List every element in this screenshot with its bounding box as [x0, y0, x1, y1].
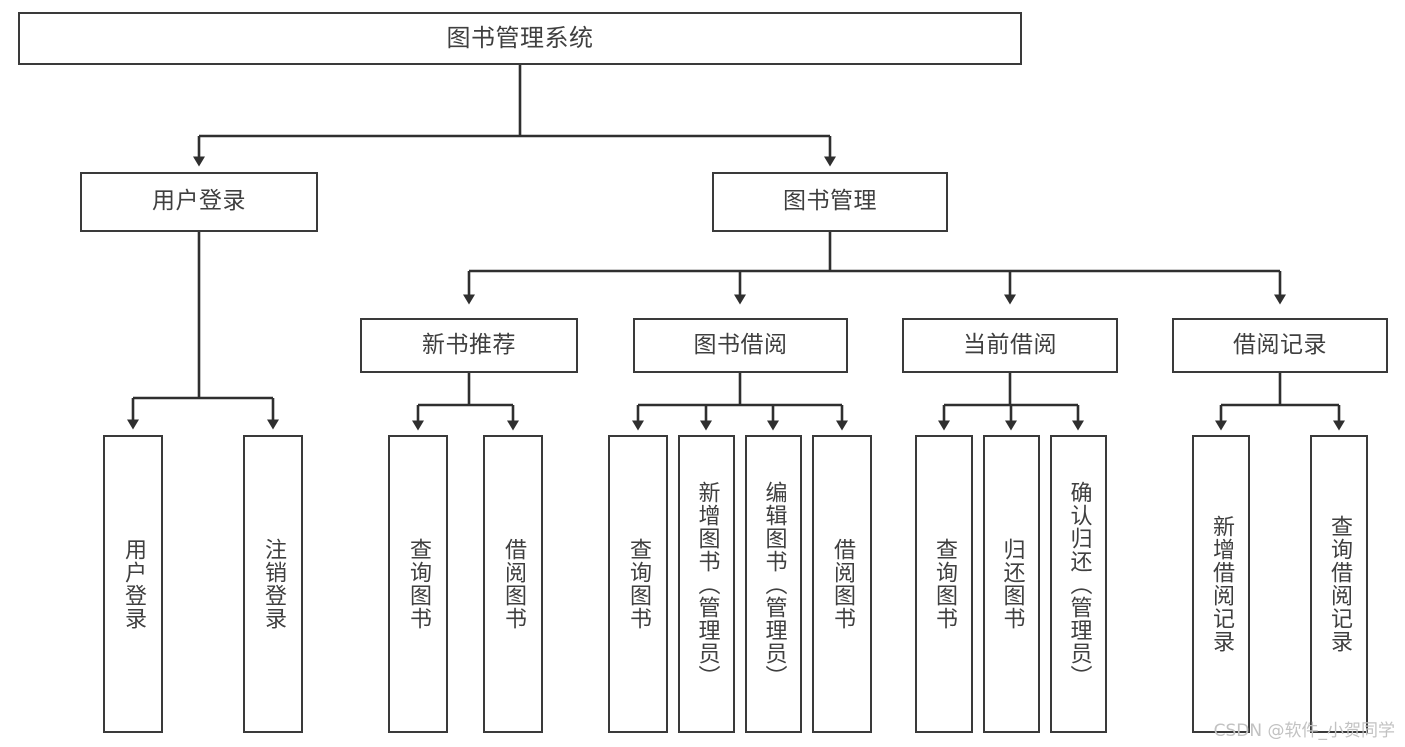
node-user-login[interactable]: 用户登录 [80, 172, 318, 232]
node-label: 归还图书 [999, 538, 1025, 630]
leaf-user-login[interactable]: 用户登录 [103, 435, 163, 733]
node-label: 注销登录 [260, 538, 286, 630]
node-label: 编辑图书（管理员） [761, 480, 787, 688]
leaf-query-book-borrow[interactable]: 查询图书 [608, 435, 668, 733]
node-label: 查询借阅记录 [1326, 515, 1352, 653]
node-label: 查询图书 [931, 538, 957, 630]
leaf-edit-book-admin[interactable]: 编辑图书（管理员） [745, 435, 802, 733]
node-label: 借阅记录 [1233, 331, 1327, 358]
node-label: 用户登录 [120, 538, 146, 630]
node-root-system[interactable]: 图书管理系统 [18, 12, 1022, 65]
leaf-borrow-book-recommend[interactable]: 借阅图书 [483, 435, 543, 733]
node-label: 新增借阅记录 [1208, 515, 1234, 653]
leaf-query-book-recommend[interactable]: 查询图书 [388, 435, 448, 733]
node-borrow-record[interactable]: 借阅记录 [1172, 318, 1388, 373]
leaf-borrow-book[interactable]: 借阅图书 [812, 435, 872, 733]
node-label: 新书推荐 [422, 331, 516, 358]
node-label: 查询图书 [405, 538, 431, 630]
node-label: 当前借阅 [963, 331, 1057, 358]
leaf-add-borrow-record[interactable]: 新增借阅记录 [1192, 435, 1250, 733]
node-label: 图书管理系统 [446, 24, 594, 53]
node-label: 新增图书（管理员） [694, 480, 720, 688]
node-label: 图书管理 [783, 188, 877, 215]
node-label: 用户登录 [152, 188, 246, 215]
leaf-query-book-current[interactable]: 查询图书 [915, 435, 973, 733]
node-book-management[interactable]: 图书管理 [712, 172, 948, 232]
leaf-return-book[interactable]: 归还图书 [983, 435, 1040, 733]
watermark-text: CSDN @软件_小贺同学 [1213, 721, 1395, 741]
node-label: 查询图书 [625, 538, 651, 630]
node-book-borrow[interactable]: 图书借阅 [633, 318, 848, 373]
node-current-borrow[interactable]: 当前借阅 [902, 318, 1118, 373]
node-label: 图书借阅 [693, 331, 788, 358]
leaf-add-book-admin[interactable]: 新增图书（管理员） [678, 435, 735, 733]
node-label: 确认归还（管理员） [1066, 480, 1092, 688]
leaf-confirm-return-admin[interactable]: 确认归还（管理员） [1050, 435, 1107, 733]
leaf-query-borrow-record[interactable]: 查询借阅记录 [1310, 435, 1368, 733]
leaf-logout[interactable]: 注销登录 [243, 435, 303, 733]
node-label: 借阅图书 [829, 538, 855, 630]
node-label: 借阅图书 [500, 538, 526, 630]
node-new-book-recommend[interactable]: 新书推荐 [360, 318, 578, 373]
